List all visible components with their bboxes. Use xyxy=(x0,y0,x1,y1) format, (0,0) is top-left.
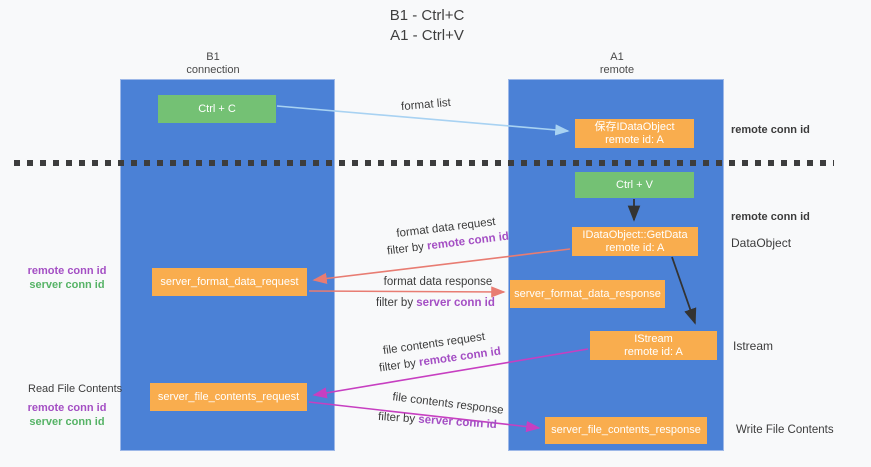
node-saved-dataobject-line2: remote id: A xyxy=(605,133,664,146)
remote-conn-id-text: remote conn id xyxy=(27,265,107,277)
node-server-file-contents-request: server_file_contents_request xyxy=(150,383,307,411)
node-saved-dataobject: 保存IDataObject remote id: A xyxy=(575,119,694,148)
lane-a1-title: A1 xyxy=(610,51,624,63)
node-server-format-data-request: server_format_data_request xyxy=(152,268,307,296)
node-getdata-line1: IDataObject::GetData xyxy=(582,228,688,241)
format-data-response-arrow xyxy=(308,286,506,298)
server-conn-id-text: server conn id xyxy=(29,279,105,291)
side-label-remote-conn-id-top: remote conn id xyxy=(731,124,810,136)
node-saved-dataobject-line1: 保存IDataObject xyxy=(594,120,675,133)
node-ctrl-v: Ctrl + V xyxy=(575,172,694,198)
node-istream: IStream remote id: A xyxy=(590,331,717,360)
side-label-conn-ids-mid-left: remote conn id server conn id xyxy=(24,264,110,292)
remote-conn-id-text: remote conn id xyxy=(27,402,107,414)
side-label-dataobject: DataObject xyxy=(731,236,792,250)
node-server-format-data-response-label: server_format_data_response xyxy=(514,287,661,300)
title-line-1: B1 - Ctrl+C xyxy=(389,7,465,24)
node-server-format-data-request-label: server_format_data_request xyxy=(160,275,299,288)
node-istream-line2: remote id: A xyxy=(624,345,683,358)
label-filter-by-server-top: filter by server conn id xyxy=(376,297,495,309)
node-ctrl-c-label: Ctrl + C xyxy=(198,102,236,115)
node-getdata-line2: remote id: A xyxy=(605,241,665,254)
server-conn-id-text: server conn id xyxy=(416,297,495,309)
node-server-file-contents-response-label: server_file_contents_response xyxy=(551,424,701,436)
side-label-read-file-contents: Read File Contents xyxy=(28,383,123,395)
lane-a1-subtitle: remote xyxy=(599,64,635,76)
file-contents-request-arrow xyxy=(312,348,589,399)
filter-by-text: filter by xyxy=(376,297,414,309)
node-server-format-data-response: server_format_data_response xyxy=(510,280,665,308)
node-server-file-contents-response: server_file_contents_response xyxy=(545,417,707,444)
side-label-istream: Istream xyxy=(733,339,774,353)
lane-header-b1: B1 connection xyxy=(153,51,273,77)
format-list-arrow xyxy=(276,105,570,136)
diagram-title: B1 - Ctrl+C A1 - Ctrl+V xyxy=(327,6,527,46)
node-istream-line1: IStream xyxy=(634,332,673,345)
getdata-to-istream-arrow xyxy=(671,256,697,325)
format-data-request-arrow xyxy=(312,248,571,285)
lane-b1-title: B1 xyxy=(206,51,220,63)
node-ctrl-v-label: Ctrl + V xyxy=(616,178,653,191)
node-ctrl-c: Ctrl + C xyxy=(158,95,276,123)
side-label-conn-ids-bottom-left: remote conn id server conn id xyxy=(24,401,110,429)
filter-by-text: filter by xyxy=(377,410,416,426)
lane-header-a1: A1 remote xyxy=(557,51,677,77)
side-label-remote-conn-id-mid: remote conn id xyxy=(731,211,810,223)
node-server-file-contents-request-label: server_file_contents_request xyxy=(157,390,300,403)
node-getdata: IDataObject::GetData remote id: A xyxy=(572,227,698,256)
label-format-data-response: format data response xyxy=(383,276,493,288)
title-line-2: A1 - Ctrl+V xyxy=(390,27,464,44)
side-label-write-file-contents: Write File Contents xyxy=(736,424,834,436)
lane-b1-subtitle: connection xyxy=(186,64,240,76)
server-conn-id-text: server conn id xyxy=(29,416,105,428)
file-contents-response-arrow xyxy=(308,401,541,433)
